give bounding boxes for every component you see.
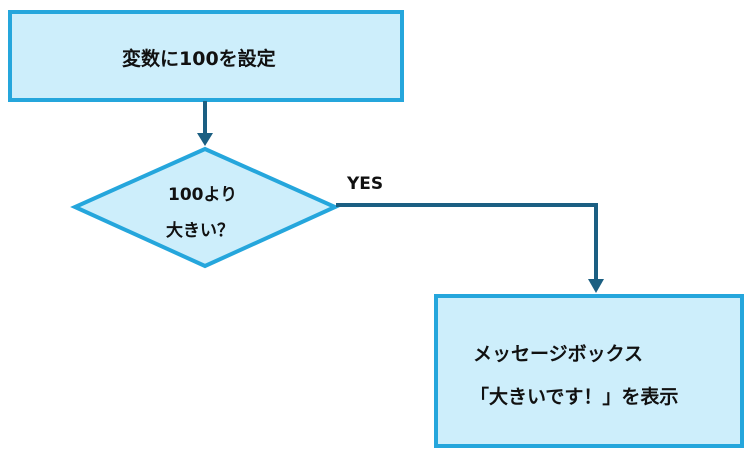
output-label-line1: メッセージボックス [473, 343, 644, 365]
output-label-line2: 「大きいです！」を表示 [470, 386, 679, 408]
output-box [434, 294, 744, 448]
process-label: 変数に100を設定 [122, 48, 276, 70]
decision-diamond [70, 146, 340, 269]
arrowhead-process-to-decision [197, 133, 213, 146]
yes-label: YES [347, 174, 384, 194]
process-box [8, 10, 404, 102]
arrow-yes-path [336, 203, 598, 282]
decision-label-line1: 100より [168, 185, 238, 205]
arrowhead-yes [588, 279, 604, 293]
decision-label-line2: 大きい？ [166, 221, 234, 241]
